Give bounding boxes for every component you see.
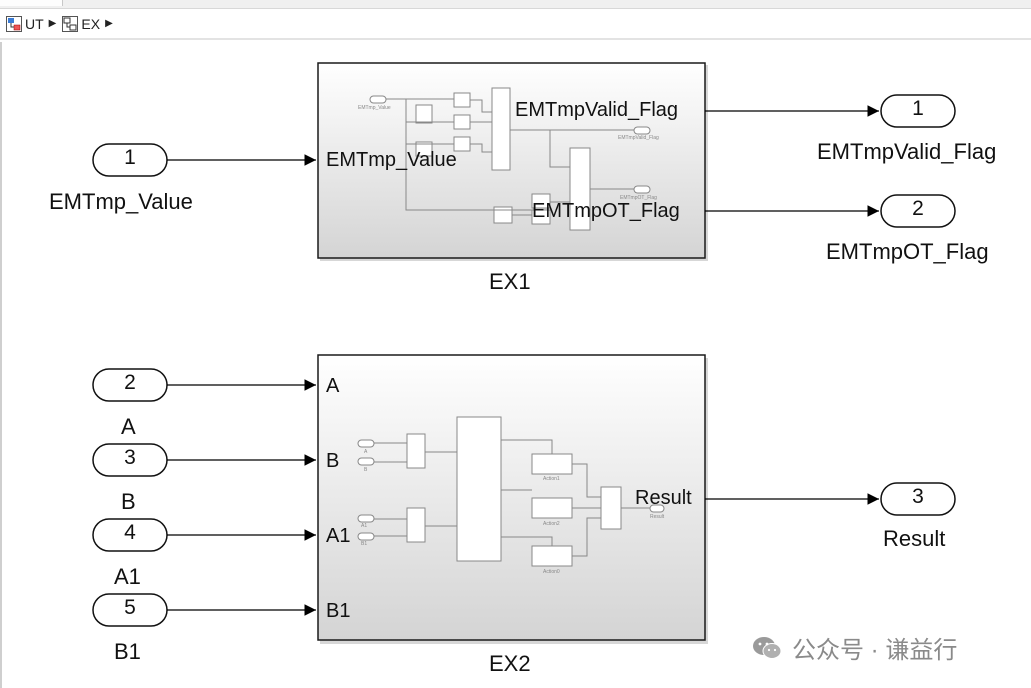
ex2-preview-action1-label: Action1 — [543, 476, 560, 482]
outport-3[interactable] — [880, 482, 956, 516]
inport-1-label: EMTmp_Value — [49, 189, 193, 214]
ex1-out-port-2-name: EMTmpOT_Flag — [532, 200, 680, 222]
wechat-icon — [753, 636, 782, 659]
ex1-preview — [369, 87, 651, 231]
ex1-preview-in-label: EMTmp_Value — [358, 105, 391, 111]
ex2-block-name: EX2 — [489, 651, 531, 676]
subsystem-icon — [6, 15, 22, 32]
breadcrumb-separator: ▶ — [105, 18, 113, 29]
breadcrumb: UT ▶ EX ▶ — [0, 9, 1031, 40]
ex1-block-name: EX1 — [489, 269, 531, 294]
breadcrumb-item-ex[interactable]: EX — [62, 15, 101, 32]
breadcrumb-label-ut: UT — [25, 15, 44, 32]
watermark-text: 公众号 · 谦益行 — [792, 637, 958, 664]
ex2-preview — [357, 416, 665, 567]
outport-3-number: 3 — [912, 485, 924, 508]
ex2-preview-b-label: B — [364, 467, 368, 473]
ex2-subsystem-block[interactable] — [317, 354, 708, 644]
model-canvas[interactable]: 1 2 3 4 5 1 2 3 EMTmp_Value A B A1 B1 EM… — [0, 42, 1031, 688]
inport-1-number: 1 — [124, 146, 136, 169]
inport-3-label: B — [121, 489, 136, 514]
top-tab-strip — [0, 0, 1031, 9]
ex1-subsystem-block[interactable] — [317, 62, 708, 261]
diagram-svg — [92, 62, 956, 644]
outport-2[interactable] — [880, 194, 956, 228]
ex2-preview-a1-label: A1 — [361, 523, 368, 529]
ex1-out-port-1-name: EMTmpValid_Flag — [515, 99, 679, 121]
subsystem-icon — [62, 15, 79, 32]
inport-3-number: 3 — [124, 446, 136, 469]
ex2-in-port-b-name: B — [326, 450, 340, 472]
outport-2-label: EMTmpOT_Flag — [826, 239, 989, 264]
ex2-preview-action2-label: Action2 — [543, 521, 560, 527]
watermark: 公众号 · 谦益行 — [752, 630, 957, 665]
ex2-in-port-b1-name: B1 — [326, 600, 351, 622]
ex2-in-port-a1-name: A1 — [326, 525, 351, 547]
ex2-out-port-name: Result — [635, 487, 692, 509]
breadcrumb-separator: ▶ — [48, 18, 57, 29]
outport-1-label: EMTmpValid_Flag — [817, 139, 997, 164]
inport-5-number: 5 — [124, 596, 136, 619]
ex1-preview-out2-label: EMTmpOT_Flag — [620, 195, 657, 201]
outport-2-number: 2 — [912, 197, 924, 220]
inport-2-number: 2 — [124, 371, 136, 394]
ex1-in-port-name: EMTmp_Value — [326, 149, 457, 171]
outport-3-label: Result — [883, 526, 946, 551]
ex1-preview-out1-label: EMTmpValid_Flag — [618, 135, 659, 141]
ex2-preview-action0-label: Action0 — [543, 569, 560, 575]
inport-5-label: B1 — [114, 639, 141, 664]
breadcrumb-label-ex: EX — [81, 15, 101, 32]
outport-1[interactable] — [880, 94, 956, 128]
inport-4-label: A1 — [114, 564, 141, 589]
tab-stub[interactable] — [0, 0, 63, 6]
inport-2-label: A — [121, 414, 136, 439]
breadcrumb-item-ut[interactable]: UT — [6, 15, 44, 32]
inport-4-number: 4 — [124, 521, 136, 544]
ex2-preview-b1-label: B1 — [361, 541, 368, 547]
outport-1-number: 1 — [912, 97, 924, 120]
ex2-preview-result-label: Result — [650, 514, 665, 520]
ex2-in-port-a-name: A — [326, 375, 340, 397]
ex2-preview-a-label: A — [364, 449, 368, 455]
